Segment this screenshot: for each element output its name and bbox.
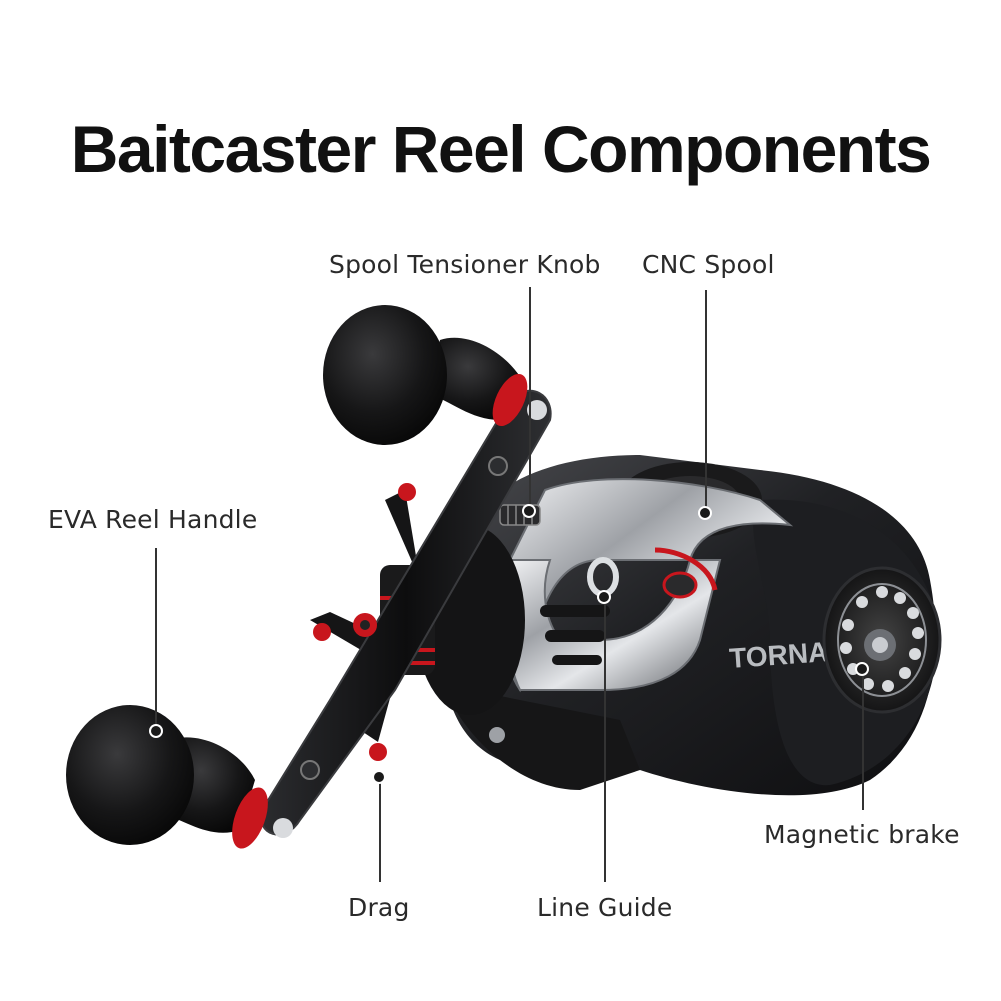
lower-housing — [450, 690, 640, 790]
leader-line-eva-reel-handle — [155, 548, 157, 730]
leader-line-cnc-spool — [705, 290, 707, 515]
page-title: Baitcaster Reel Components — [70, 112, 932, 186]
spool-tensioner-knob-graphic — [499, 504, 541, 526]
label-drag: Drag — [348, 893, 410, 922]
leader-line-magnetic-brake — [862, 672, 864, 810]
marker-drag — [374, 772, 384, 782]
label-eva-reel-handle: EVA Reel Handle — [48, 505, 258, 534]
label-cnc-spool: CNC Spool — [642, 250, 775, 279]
label-line-guide: Line Guide — [537, 893, 673, 922]
leader-line-line-guide — [604, 600, 606, 882]
marker-line-guide — [599, 592, 609, 602]
magnetic-brake-dial — [822, 566, 942, 714]
leader-line-drag — [379, 780, 381, 882]
marker-spool-tensioner-knob — [524, 506, 534, 516]
leader-line-spool-tensioner-knob — [529, 287, 531, 513]
label-spool-tensioner-knob: Spool Tensioner Knob — [329, 250, 601, 279]
handle-arm — [259, 389, 552, 836]
lower-eva-knob — [66, 705, 293, 849]
marker-cnc-spool — [700, 508, 710, 518]
label-magnetic-brake: Magnetic brake — [764, 820, 960, 849]
upper-eva-knob — [323, 305, 547, 445]
marker-eva-reel-handle — [151, 726, 161, 736]
marker-magnetic-brake — [857, 664, 867, 674]
